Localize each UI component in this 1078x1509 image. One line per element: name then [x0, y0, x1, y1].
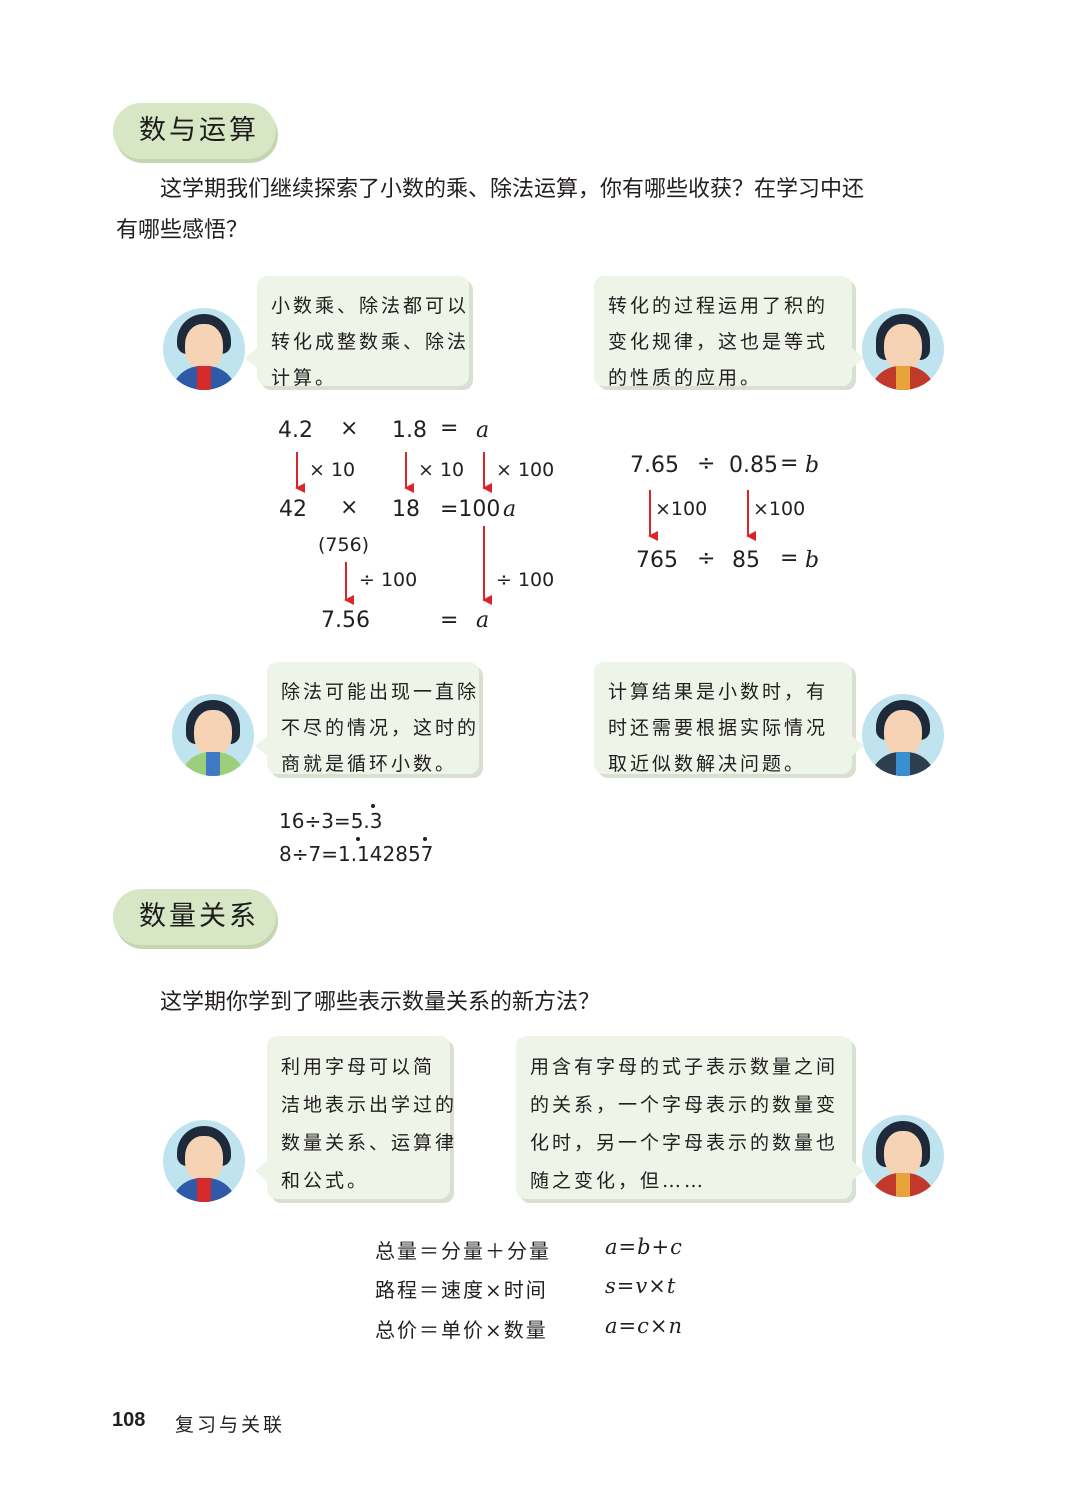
bubble-text: 的关系，一个字母表示的数量变 [530, 1094, 839, 1116]
calc-value: 0.85 [729, 453, 778, 478]
transform-label: × 10 [309, 459, 356, 481]
speech-bubble-4: 计算结果是小数时，有 时还需要根据实际情况 取近似数解决问题。 [594, 662, 864, 775]
calc-value: 85 [732, 548, 760, 573]
transform-label: × 100 [496, 459, 555, 481]
recurring-dot [356, 837, 360, 841]
bubble-text: 小数乘、除法都可以 [271, 295, 470, 317]
bubble-text: 时还需要根据实际情况 [608, 717, 829, 739]
calc-value: 7.56 [321, 608, 370, 633]
calc-equals: = [440, 608, 459, 633]
speech-bubble-5: 利用字母可以简 洁地表示出学过的 数量关系、运算律 和公式。 [255, 1036, 458, 1199]
section1-prompt-line2: 有哪些感悟？ [116, 218, 249, 243]
calc-equals: = [780, 546, 799, 571]
page-section-label: 复习与关联 [175, 1414, 286, 1436]
recurring-dot [371, 804, 375, 808]
transform-label: × 10 [418, 459, 465, 481]
calc-value: 42 [279, 497, 307, 522]
bubble-text: 数量关系、运算律 [281, 1132, 458, 1154]
transform-label: ×100 [753, 498, 806, 520]
bubble-text: 除法可能出现一直除 [281, 681, 480, 703]
formula-words: 路程＝速度×时间 [375, 1278, 548, 1302]
bubble-text: 转化的过程运用了积的 [608, 295, 829, 317]
bubble-text: 化时，另一个字母表示的数量也 [530, 1132, 839, 1154]
speech-bubble-2: 转化的过程运用了积的 变化规律，这也是等式 的性质的应用。 [594, 276, 864, 389]
recurring-example-1: 16÷3=5.3 [279, 809, 383, 833]
calc-equals: = [440, 416, 459, 441]
calc-operator: ÷ [697, 451, 716, 476]
calc-intermediate: (756) [318, 534, 370, 556]
calc-value: 7.65 [630, 453, 679, 478]
speech-bubble-6: 用含有字母的式子表示数量之间 的关系，一个字母表示的数量变 化时，另一个字母表示… [516, 1036, 864, 1199]
formula-letters: s=v×t [605, 1274, 677, 1298]
bubble-text: 洁地表示出学过的 [281, 1094, 458, 1116]
boy-avatar-icon [163, 308, 245, 390]
section-title-number-operations: 数与运算 [113, 103, 276, 159]
transform-label: ÷ 100 [359, 569, 418, 591]
formula-letters: a=b+c [605, 1235, 683, 1259]
calc-operator: × [340, 495, 359, 520]
bubble-text: 计算结果是小数时，有 [608, 681, 829, 703]
recurring-dot [423, 837, 427, 841]
girl-avatar-icon [862, 308, 944, 390]
section1-prompt-line1: 这学期我们继续探索了小数的乘、除法运算，你有哪些收获？在学习中还 [160, 177, 865, 202]
calc-operator: × [340, 416, 359, 441]
calc-variable: b [805, 548, 820, 573]
section-title-quantity-relations: 数量关系 [113, 889, 276, 945]
formula-words: 总价＝单价×数量 [375, 1318, 548, 1342]
transform-label: ÷ 100 [496, 569, 555, 591]
calc-equals: =100 [440, 497, 501, 522]
girl-avatar-icon [862, 1115, 944, 1197]
speech-bubble-3: 除法可能出现一直除 不尽的情况，这时的 商就是循环小数。 [255, 662, 480, 775]
girl-avatar-icon [172, 694, 254, 776]
bubble-text: 不尽的情况，这时的 [281, 717, 480, 739]
calc-value: 18 [392, 497, 420, 522]
calc-value: 1.8 [392, 418, 427, 443]
formula-letters: a=c×n [605, 1314, 683, 1338]
boy-avatar-icon [862, 694, 944, 776]
calc-variable: a [476, 418, 490, 443]
page-number: 108 [112, 1409, 146, 1431]
boy-avatar-icon [163, 1120, 245, 1202]
formula-words: 总量＝分量＋分量 [375, 1239, 551, 1263]
bubble-text: 用含有字母的式子表示数量之间 [530, 1056, 839, 1078]
bubble-text: 和公式。 [281, 1170, 370, 1192]
bubble-text: 变化规律，这也是等式 [608, 331, 829, 353]
bubble-text: 的性质的应用。 [608, 367, 763, 389]
bubble-text: 转化成整数乘、除法 [271, 331, 470, 353]
speech-bubble-1: 小数乘、除法都可以 转化成整数乘、除法 计算。 [245, 276, 470, 389]
calc-value: 4.2 [278, 418, 313, 443]
recurring-example-2: 8÷7=1.142857 [279, 842, 434, 866]
calc-equals: = [780, 451, 799, 476]
calc-variable: b [805, 453, 820, 478]
calc-operator: ÷ [697, 546, 716, 571]
bubble-text: 随之变化，但…… [530, 1170, 707, 1192]
calc-value: 765 [636, 548, 678, 573]
bubble-text: 利用字母可以简 [281, 1056, 436, 1078]
bubble-text: 商就是循环小数。 [281, 753, 458, 775]
section2-prompt: 这学期你学到了哪些表示数量关系的新方法？ [160, 990, 601, 1015]
transform-label: ×100 [655, 498, 708, 520]
calc-variable: a [476, 608, 490, 633]
calc-variable: a [503, 497, 517, 522]
bubble-text: 取近似数解决问题。 [608, 753, 807, 775]
bubble-text: 计算。 [271, 367, 338, 389]
